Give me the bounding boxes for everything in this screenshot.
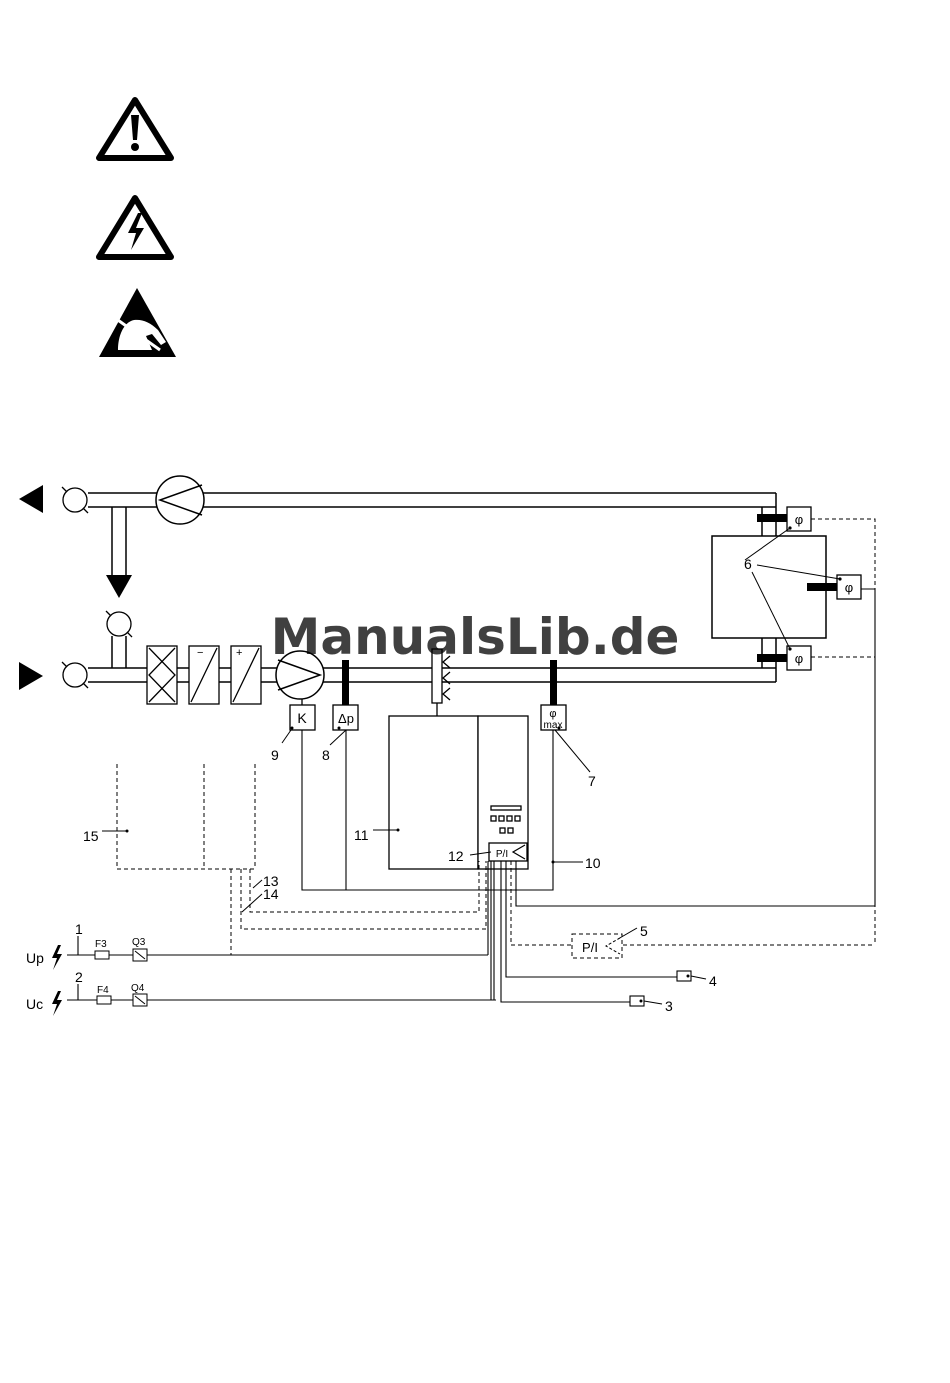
humidity-sensor-exhaust-label: φ [795, 512, 803, 527]
supply-up-label: Up [26, 950, 44, 966]
power-supply-up: Up F3 Q3 [26, 936, 488, 970]
callout-10: 10 [585, 855, 601, 871]
ventilation-interlock: K [290, 699, 315, 730]
recirculation-damper [106, 611, 132, 637]
callout-11: 11 [354, 827, 369, 843]
watermark: ManualsLib.de [271, 608, 680, 666]
humidity-sensor-supply-label: φ [795, 651, 803, 666]
esd-sensitive-icon [99, 288, 176, 357]
air-filter [147, 646, 177, 704]
pi-converter-internal-label: P/I [496, 849, 508, 860]
terminal-box-4 [677, 971, 706, 981]
callout-4: 4 [709, 973, 717, 989]
recirculation-arrow [106, 575, 132, 598]
callout-7: 7 [588, 773, 596, 789]
humidity-sensor-exhaust: φ [757, 507, 811, 531]
pressure-switch-label: Δp [338, 711, 354, 726]
callout-1: 1 [75, 921, 83, 937]
humidity-sensor-supply: φ [757, 646, 811, 670]
ventilation-interlock-label: K [297, 710, 307, 726]
callout-3: 3 [665, 998, 673, 1014]
callout-14: 14 [263, 886, 279, 902]
pi-converter-internal: P/I [489, 843, 527, 861]
fuse-f4-label: F4 [97, 985, 109, 996]
supply-uc-label: Uc [26, 996, 43, 1012]
humidity-limiter-phi: φ [549, 708, 556, 720]
callout-9: 9 [271, 747, 279, 763]
fuse-f3-label: F3 [95, 939, 107, 950]
outdoor-air-damper [62, 662, 88, 688]
callout-8: 8 [322, 747, 330, 763]
callout-2: 2 [75, 969, 83, 985]
switch-q3-label: Q3 [132, 937, 146, 948]
callout-5: 5 [640, 923, 648, 939]
callout-6: 6 [744, 556, 752, 572]
pressure-switch: Δp [333, 660, 358, 730]
callout-15: 15 [83, 828, 99, 844]
cooling-coil: − [189, 646, 219, 704]
heating-coil-sign: + [236, 647, 242, 659]
power-supply-uc: Uc F4 Q4 [26, 983, 496, 1016]
heating-coil: + [231, 646, 261, 704]
warning-exclamation-icon [99, 100, 171, 158]
exhaust-air-arrow [19, 485, 43, 513]
exhaust-damper [62, 487, 88, 513]
pi-converter-external: P/I [572, 934, 622, 958]
humidity-limiter-sensor: φ max [541, 660, 566, 731]
callout-12: 12 [448, 848, 464, 864]
high-voltage-icon [99, 198, 171, 257]
switch-q4-label: Q4 [131, 983, 145, 994]
cooling-coil-sign: − [197, 647, 203, 659]
exhaust-fan [156, 476, 204, 524]
pi-converter-external-label: P/I [582, 940, 598, 955]
terminal-box-3 [630, 996, 662, 1006]
outdoor-air-arrow [19, 662, 43, 690]
humidity-sensor-room-label: φ [845, 580, 853, 595]
